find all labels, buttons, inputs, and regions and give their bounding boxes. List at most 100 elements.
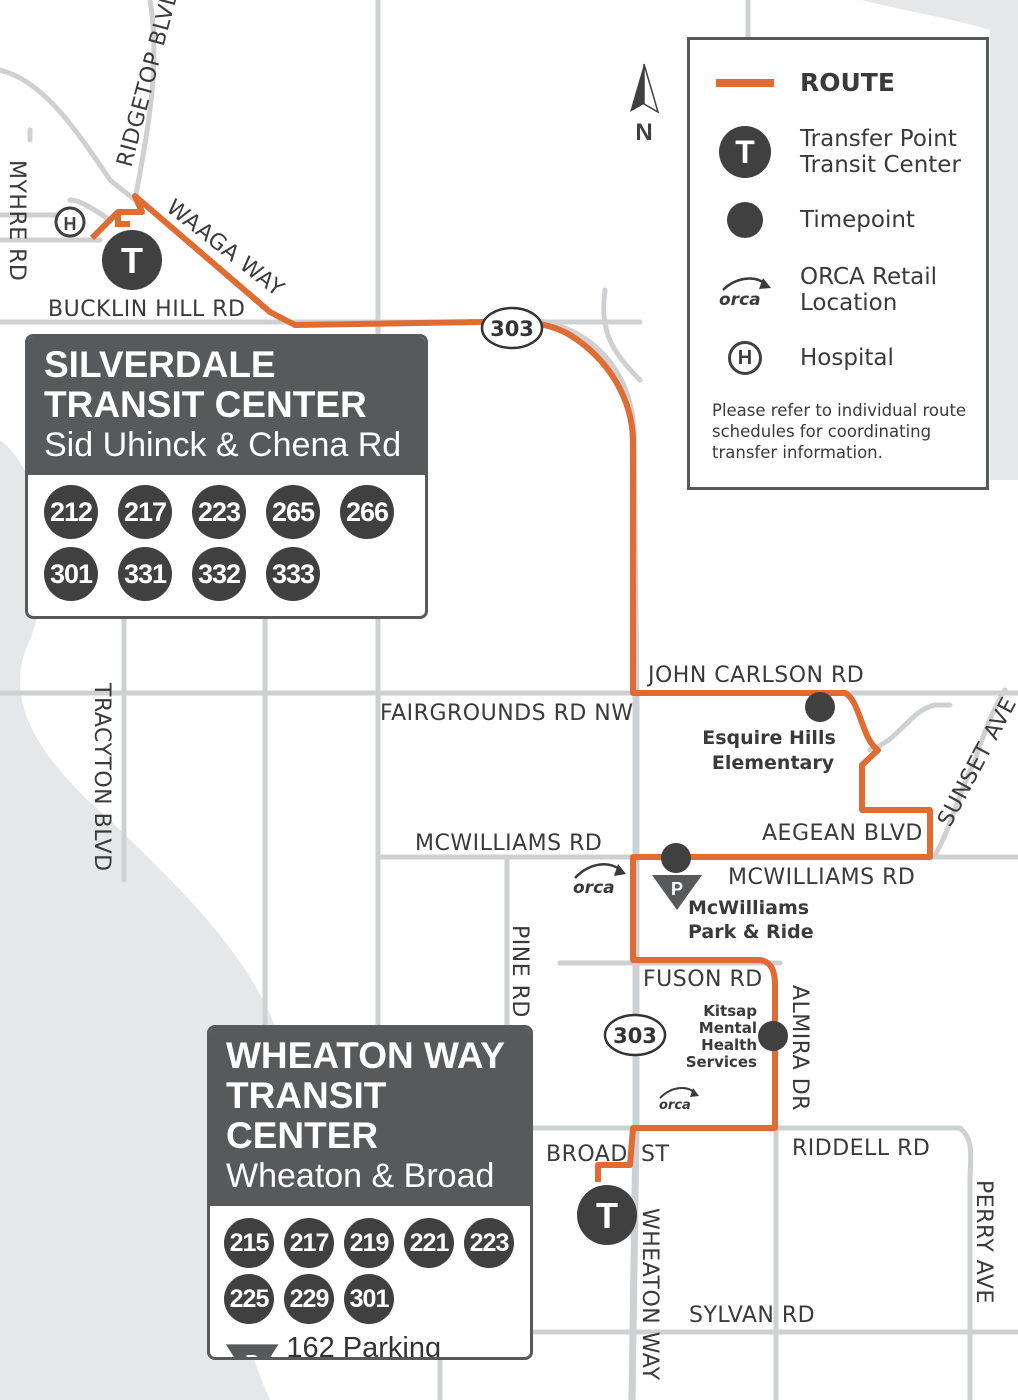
silverdale-name: SILVERDALE xyxy=(44,344,276,385)
park-ride-icon: P xyxy=(652,875,702,910)
svg-text:N: N xyxy=(635,119,652,146)
silverdale-transit-center-box: SILVERDALE TRANSIT CENTER Sid Uhinck & C… xyxy=(25,334,428,619)
wheaton-parking: P 162 Parking Spaces xyxy=(210,1324,530,1360)
route-badge: 225 xyxy=(224,1274,274,1324)
wheaton-name: TRANSIT CENTER xyxy=(226,1075,387,1156)
street-label: RIDDELL RD xyxy=(792,1136,930,1161)
legend-timepoint-row: Timepoint xyxy=(690,202,915,238)
place-label-mcwilliams: Park & Ride xyxy=(688,921,814,943)
svg-text:orca: orca xyxy=(573,878,615,898)
legend-route-label: ROUTE xyxy=(800,68,895,97)
wheaton-route-list: 215 217 219 221 223 225 229 301 xyxy=(210,1206,530,1324)
parking-icon: P xyxy=(225,1344,279,1360)
street-label: WAAGA WAY xyxy=(161,195,288,302)
svg-text:H: H xyxy=(64,214,77,234)
svg-text:orca: orca xyxy=(719,290,761,308)
street-label: FAIRGROUNDS RD NW xyxy=(380,701,634,726)
street-label: TRACYTON BLVD xyxy=(89,682,114,872)
highway-shield-south: 303 xyxy=(603,1013,667,1057)
wheaton-location: Wheaton & Broad xyxy=(226,1157,495,1195)
svg-text:T: T xyxy=(596,1195,618,1236)
silverdale-name: TRANSIT CENTER xyxy=(44,384,367,425)
street-label: ST xyxy=(641,1142,669,1167)
place-label-kitsap: Health xyxy=(701,1036,757,1054)
svg-text:P: P xyxy=(245,1351,259,1360)
route-badge: 301 xyxy=(344,1274,394,1324)
timepoint-icon xyxy=(727,202,763,238)
route-badge: 215 xyxy=(224,1218,274,1268)
route-spur xyxy=(115,212,130,227)
place-label-esquire: Esquire Hills xyxy=(702,727,836,749)
street-label: MYHRE RD xyxy=(4,160,29,281)
route-badge: 221 xyxy=(404,1218,454,1268)
route-badge: 219 xyxy=(344,1218,394,1268)
wheaton-header: WHEATON WAY TRANSIT CENTER Wheaton & Bro… xyxy=(210,1028,530,1206)
street-label: FUSON RD xyxy=(643,967,763,992)
legend-transfer-label: Transfer Point xyxy=(800,126,957,152)
parking-count: 162 Parking Spaces xyxy=(286,1332,442,1360)
street-label: JOHN CARLSON RD xyxy=(646,663,864,688)
street-label: SUNSET AVE xyxy=(933,693,1018,830)
silverdale-location: Sid Uhinck & Chena Rd xyxy=(44,426,402,464)
legend-orca-label: ORCA Retail xyxy=(800,264,938,290)
route-badge: 212 xyxy=(44,485,98,539)
legend-transfer-label: Transit Center xyxy=(800,152,961,178)
svg-text:303: 303 xyxy=(490,317,534,341)
map-legend: ROUTE T Transfer Point Transit Center Ti… xyxy=(687,37,989,490)
silverdale-route-list: 212 217 223 265 266 301 331 332 333 xyxy=(28,475,424,601)
legend-timepoint-label: Timepoint xyxy=(800,207,915,233)
north-arrow-icon: N xyxy=(630,63,660,146)
svg-text:303: 303 xyxy=(613,1024,657,1048)
route-badge: 265 xyxy=(266,485,320,539)
route-badge: 217 xyxy=(118,485,172,539)
timepoint-mcwilliams xyxy=(661,843,691,873)
place-label-kitsap: Services xyxy=(686,1053,757,1071)
street-label: MCWILLIAMS RD xyxy=(415,831,602,856)
street-label: PINE RD xyxy=(507,925,532,1018)
street-label: WHEATON WAY xyxy=(637,1208,662,1381)
place-label-kitsap: Mental xyxy=(699,1019,757,1037)
orca-icon: orca xyxy=(719,277,771,308)
water-northeast xyxy=(862,0,1018,480)
place-label-esquire: Elementary xyxy=(712,752,835,774)
legend-orca-label: Location xyxy=(800,290,898,316)
wheaton-name: WHEATON WAY xyxy=(226,1035,505,1076)
route-badge: 266 xyxy=(340,485,394,539)
route-badge: 223 xyxy=(464,1218,514,1268)
svg-text:T: T xyxy=(121,240,143,281)
street-label: AEGEAN BLVD xyxy=(762,821,923,846)
transfer-point-icon: T xyxy=(719,126,771,178)
street-label: RIDGETOP BLVD xyxy=(113,0,185,170)
route-badge: 333 xyxy=(266,547,320,601)
svg-text:P: P xyxy=(671,879,683,899)
legend-note: Please refer to individual route schedul… xyxy=(712,401,967,462)
orca-icon-broad: orca xyxy=(659,1087,699,1113)
place-label-mcwilliams: McWilliams xyxy=(688,897,809,919)
timepoint-esquire xyxy=(805,692,835,722)
route-badge: 301 xyxy=(44,547,98,601)
street-label: BUCKLIN HILL RD xyxy=(48,297,245,322)
wheaton-transfer-icon: T xyxy=(577,1185,637,1245)
hospital-icon: H xyxy=(728,341,762,375)
street-label: BROAD xyxy=(546,1142,628,1167)
timepoint-kitsap xyxy=(758,1021,788,1051)
highway-shield-north: 303 xyxy=(480,306,544,350)
street-label: ALMIRA DR xyxy=(787,985,812,1111)
legend-transfer-row: T Transfer Point Transit Center xyxy=(690,126,961,178)
legend-route-row: ROUTE xyxy=(690,70,895,96)
route-swatch-icon xyxy=(690,79,800,87)
legend-hospital-label: Hospital xyxy=(800,345,894,371)
street-label: PERRY AVE xyxy=(971,1180,996,1304)
route-badge: 217 xyxy=(284,1218,334,1268)
orca-icon-mcwilliams: orca xyxy=(573,863,626,898)
legend-orca-row: orca ORCA Retail Location xyxy=(690,264,937,316)
street-label: SYLVAN RD xyxy=(689,1303,815,1328)
route-badge: 331 xyxy=(118,547,172,601)
wheaton-transit-center-box: WHEATON WAY TRANSIT CENTER Wheaton & Bro… xyxy=(207,1025,533,1360)
svg-text:orca: orca xyxy=(659,1098,691,1113)
place-label-kitsap: Kitsap xyxy=(703,1002,757,1020)
route-badge: 332 xyxy=(192,547,246,601)
route-badge: 229 xyxy=(284,1274,334,1324)
hospital-icon: H xyxy=(54,206,86,238)
